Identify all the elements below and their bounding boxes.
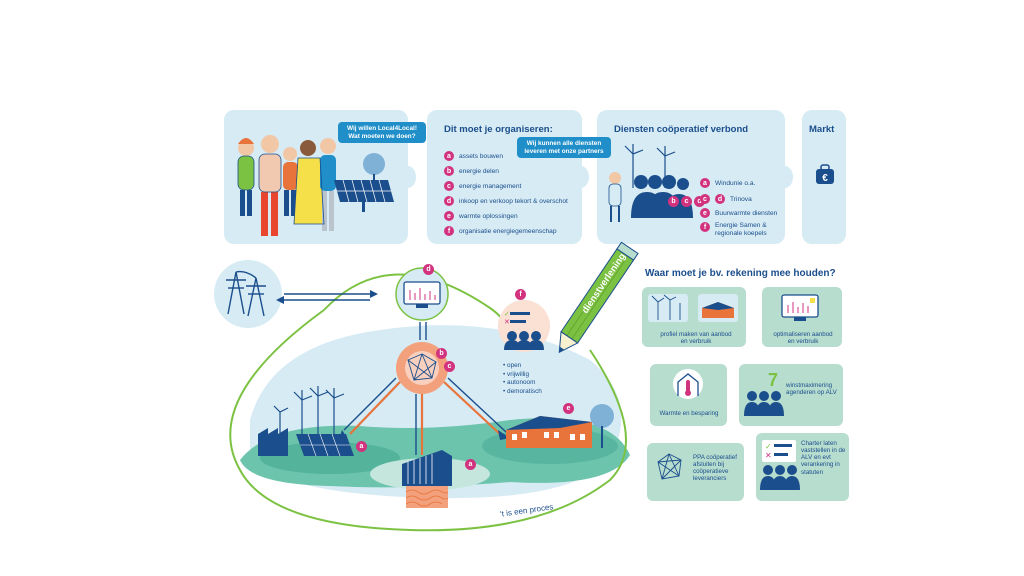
partner-item-label: Energie Samen & regionale koepels — [715, 222, 767, 237]
marker-b: b — [436, 348, 447, 359]
card-label: Charter laten vaststellen in de ALV en e… — [801, 440, 846, 476]
card-label: winstmaximering agenderen op ALV — [786, 382, 837, 397]
svg-text:✓: ✓ — [504, 311, 510, 318]
marker-d: d — [423, 264, 434, 275]
group-letter-badge: d — [694, 196, 705, 207]
windmill-group-illustration — [608, 144, 693, 222]
svg-text:✕: ✕ — [504, 319, 510, 326]
partner-item-energie-samen: f Energie Samen & regionale koepels — [700, 222, 785, 238]
windmill-house-icon — [648, 294, 738, 322]
group-letter-badge: b — [668, 196, 679, 207]
partner-item-windunie: a Windunie o.a. — [700, 178, 755, 188]
letter-badge: a — [700, 178, 710, 188]
organise-item-b: b energie delen — [444, 166, 499, 176]
letter-badge: e — [700, 208, 710, 218]
principle-item: vrijwillig — [503, 371, 542, 380]
panel-title-markt: Markt — [809, 124, 835, 135]
letter-badge: b — [444, 166, 454, 176]
organise-item-e: e warmte oplossingen — [444, 211, 518, 221]
svg-text:€: € — [822, 173, 828, 184]
people-illustration — [237, 135, 336, 236]
card-label: PPA coöperatief afsluiten bij coöperatie… — [693, 454, 737, 483]
principles-list: open vrijwillig autonoom demoratisch — [503, 362, 542, 397]
svg-text:✓: ✓ — [765, 442, 772, 451]
card-label: optimaliseren aanbod en verbruik — [773, 331, 833, 346]
panel-title-diensten: Diensten coöperatief verbond — [614, 124, 749, 135]
letter-badge: e — [444, 211, 454, 221]
letter-badge: d — [715, 194, 725, 204]
principle-item: open — [503, 362, 542, 371]
pencil-illustration — [558, 241, 639, 354]
house-thermometer-icon — [673, 369, 703, 399]
partner-item-label: Windunie o.a. — [715, 179, 756, 187]
letter-badge: f — [700, 222, 710, 232]
marker-a: a — [465, 459, 476, 470]
solar-tree-illustration — [334, 153, 394, 212]
organise-item-label: assets bouwen — [459, 152, 503, 160]
partner-item-buurwarmte: e Buurwarmte diensten — [700, 208, 777, 218]
network-icon — [657, 453, 682, 480]
marker-f: f — [515, 289, 526, 300]
organise-item-f: f organisatie energiegemeenschap — [444, 226, 557, 236]
panel-organiseren — [427, 110, 582, 244]
monitor-chart-icon — [781, 294, 819, 321]
letter-badge: d — [444, 196, 454, 206]
considerations-title: Waar moet je bv. rekening mee houden? — [645, 268, 836, 279]
panel-diensten — [597, 110, 785, 244]
letter-badge: f — [444, 226, 454, 236]
organise-item-d: d inkoop en verkoop tekort & overschot — [444, 196, 568, 206]
principle-item: autonoom — [503, 379, 542, 388]
partner-item-label: Trinova — [730, 195, 752, 203]
organise-item-label: energie delen — [459, 167, 499, 175]
organise-item-label: energie management — [459, 182, 522, 190]
marker-c: c — [444, 361, 455, 372]
speech-bubble-partners: Wij kunnen alle diensten leveren met onz… — [517, 137, 611, 159]
organise-item-label: organisatie energiegemeenschap — [459, 227, 557, 235]
panel-connector — [573, 166, 589, 188]
organise-item-a: a assets bouwen — [444, 151, 503, 161]
marker-e: e — [563, 403, 574, 414]
marker-a: a — [356, 441, 367, 452]
letter-badge: a — [444, 151, 454, 161]
partner-item-label: Buurwarmte diensten — [715, 209, 778, 217]
principle-item: demoratisch — [503, 388, 542, 397]
panel-connector — [777, 166, 793, 188]
organise-item-c: c energie management — [444, 181, 521, 191]
letter-badge: c — [700, 194, 710, 204]
letter-badge: c — [444, 181, 454, 191]
charter-people-icon: ✓ ✕ — [760, 440, 800, 490]
panel-connector — [400, 166, 416, 188]
svg-text:✕: ✕ — [765, 451, 772, 460]
svg-text:7: 7 — [768, 370, 778, 390]
card-ppa — [647, 443, 744, 501]
group-letter-badge: c — [681, 196, 692, 207]
organise-item-label: inkoop en verkoop tekort & overschot — [459, 197, 568, 205]
organise-item-label: warmte oplossingen — [459, 212, 518, 220]
people-vote-icon: 7 — [744, 370, 784, 416]
euro-bag-icon: € — [816, 164, 834, 184]
card-label: profiel maken van aanbod en verbruik — [660, 331, 732, 346]
card-label: Warmte en besparing — [659, 410, 719, 417]
panel-title-organiseren: Dit moet je organiseren: — [444, 124, 553, 135]
speech-bubble-local4local: Wij willen Local4Local! Wat moeten we do… — [338, 122, 426, 144]
